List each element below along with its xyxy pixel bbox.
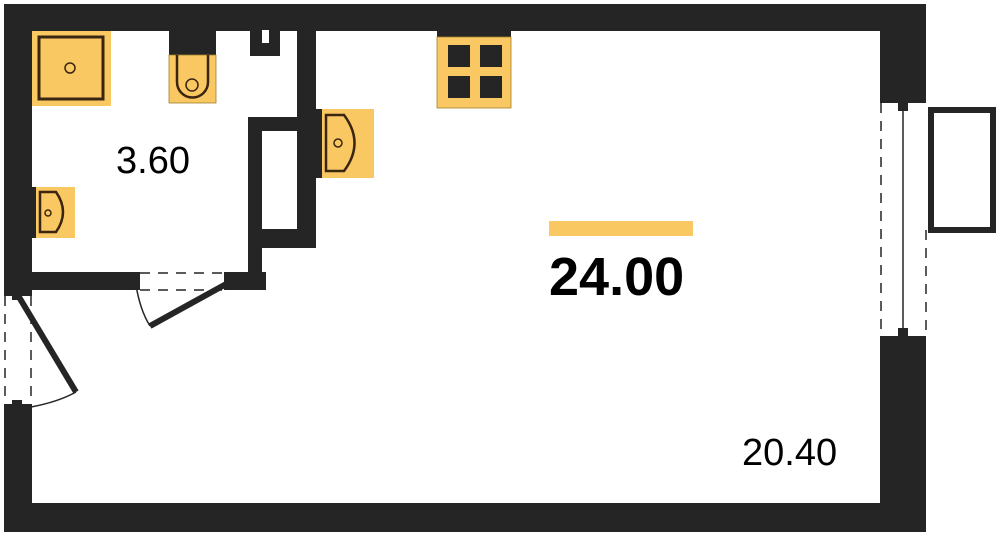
shower-icon <box>32 31 111 106</box>
bathroom-door[interactable] <box>130 272 234 329</box>
living-room-area-label: 20.40 <box>742 432 838 474</box>
shaft-hole <box>262 30 269 43</box>
total-area-accent-bar <box>549 221 693 236</box>
kitchen-sink-icon <box>316 109 374 178</box>
walls <box>4 4 926 532</box>
sink-icon <box>32 187 75 238</box>
total-area-label: 24.00 <box>549 247 685 307</box>
balcony-window <box>880 96 927 343</box>
toilet-icon <box>168 31 217 104</box>
entrance-door[interactable] <box>4 289 79 411</box>
bathroom-area-label: 3.60 <box>116 140 190 182</box>
stove-icon <box>436 31 512 109</box>
balcony <box>928 107 996 233</box>
